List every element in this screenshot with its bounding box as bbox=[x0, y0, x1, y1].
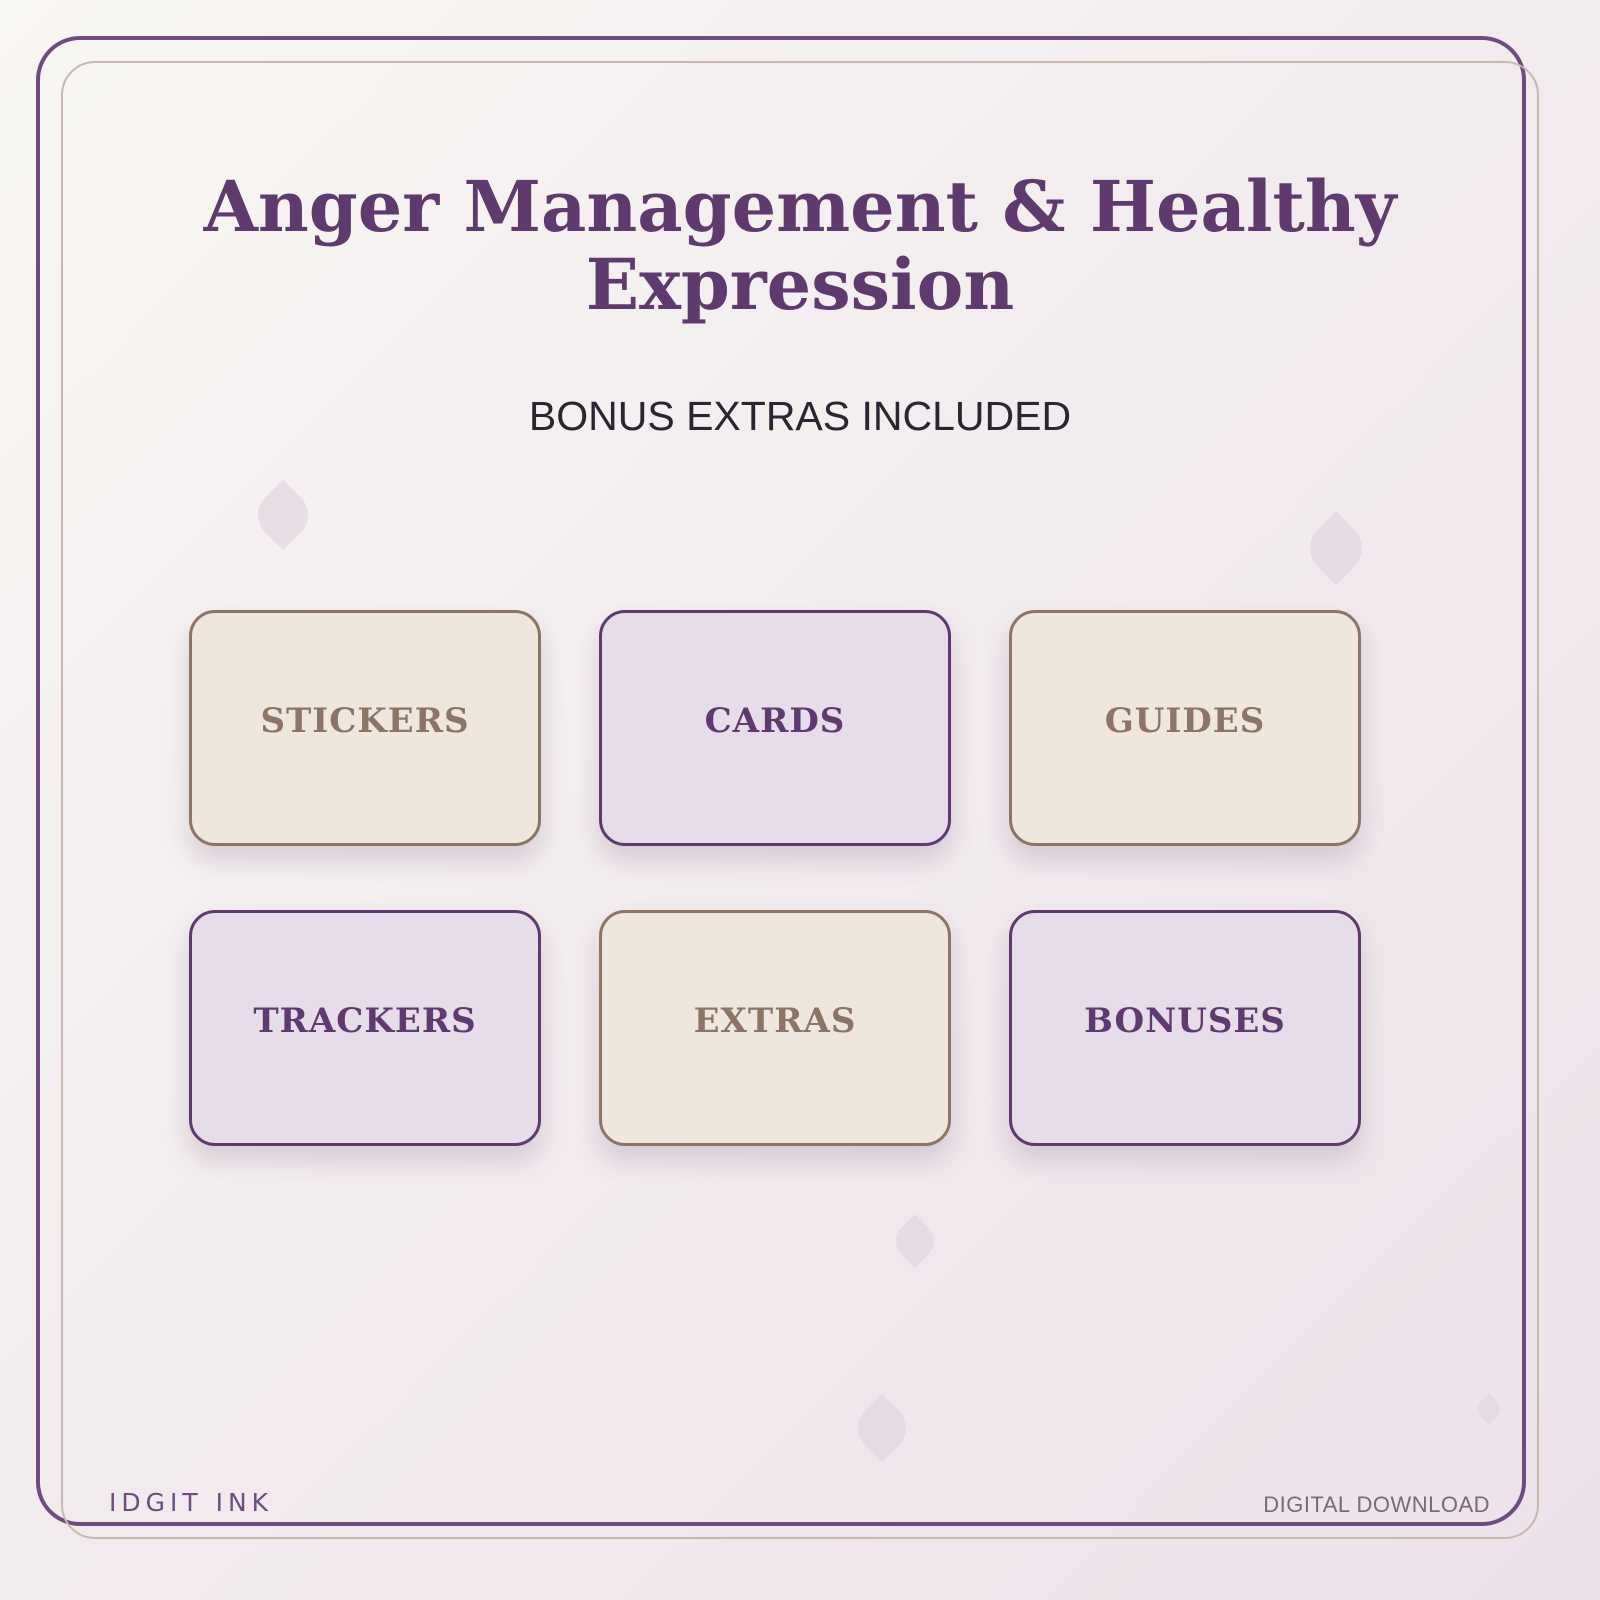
tile-extras: EXTRAS bbox=[599, 910, 951, 1146]
tile-label: TRACKERS bbox=[253, 1001, 477, 1041]
tile-label: GUIDES bbox=[1104, 701, 1266, 741]
tile-bonuses: BONUSES bbox=[1009, 910, 1361, 1146]
tile-label: CARDS bbox=[704, 701, 846, 741]
page-title: Anger Management & Healthy Expression bbox=[203, 165, 1397, 326]
outer-frame bbox=[36, 36, 1526, 1526]
tile-guides: GUIDES bbox=[1009, 610, 1361, 846]
tile-label: BONUSES bbox=[1084, 1001, 1286, 1041]
brand-name: IDGIT INK bbox=[109, 1488, 274, 1517]
tile-label: EXTRAS bbox=[693, 1001, 857, 1041]
inner-frame bbox=[61, 61, 1539, 1539]
tile-stickers: STICKERS bbox=[189, 610, 541, 846]
subtitle: BONUS EXTRAS INCLUDED bbox=[528, 393, 1072, 439]
tile-label: STICKERS bbox=[260, 701, 470, 741]
tile-cards: CARDS bbox=[599, 610, 951, 846]
digital-download-badge: DIGITAL DOWNLOAD bbox=[1263, 1492, 1490, 1517]
tile-trackers: TRACKERS bbox=[189, 910, 541, 1146]
